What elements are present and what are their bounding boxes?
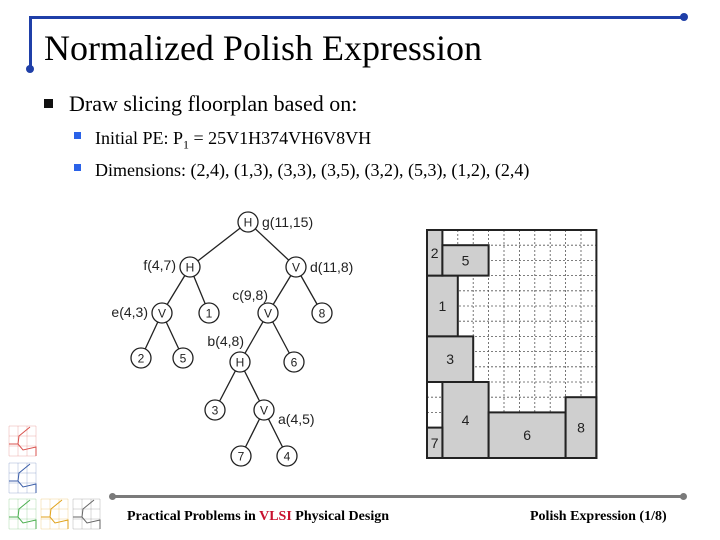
svg-text:2: 2 (431, 245, 439, 261)
decorative-grid-icon (72, 498, 101, 530)
svg-text:6: 6 (523, 427, 531, 443)
bullet-square-icon (74, 164, 81, 172)
bullet-initial-pe: Initial PE: P1 = 25V1H374VH6V8VH (74, 126, 371, 157)
floorplan-border (426, 229, 598, 459)
footer-rule-dot-left (109, 493, 116, 500)
bullet-dimensions: Dimensions: (2,4), (1,3), (3,3), (3,5), … (74, 158, 529, 182)
tree-node-m7: 7 (230, 445, 252, 467)
svg-text:V: V (260, 404, 268, 418)
svg-text:1: 1 (206, 307, 213, 321)
tree-node-b: Hb(4,8) (207, 333, 251, 373)
tree-node-m6: 6 (283, 351, 305, 373)
tree-node-label: f(4,7) (143, 257, 176, 273)
svg-text:3: 3 (212, 404, 219, 418)
bullet-level1: Draw slicing floorplan based on: (44, 90, 357, 118)
footer-rule-dot-right (680, 493, 687, 500)
floorplan-module-5: 5 (441, 244, 490, 277)
svg-text:V: V (158, 307, 166, 321)
svg-text:8: 8 (319, 307, 326, 321)
title-rule-vertical (29, 16, 32, 69)
tree-node-label: a(4,5) (278, 411, 315, 427)
slide-title: Normalized Polish Expression (44, 28, 482, 68)
bullet-square-icon (44, 99, 53, 109)
svg-text:4: 4 (284, 450, 291, 464)
tree-edge (189, 221, 249, 268)
dimensions-text: Dimensions: (2,4), (1,3), (3,3), (3,5), … (95, 160, 530, 180)
decorative-grid-icon (8, 498, 37, 530)
footer-rule (112, 495, 684, 498)
tree-edge (247, 221, 297, 268)
svg-text:V: V (292, 261, 300, 275)
svg-text:5: 5 (180, 352, 187, 366)
floorplan-module-8: 8 (564, 396, 598, 460)
floorplan-module-1: 1 (426, 274, 459, 338)
svg-text:H: H (244, 216, 253, 230)
floorplan-diagram: 1 2 3 4 5 6 7 8 (426, 229, 598, 460)
svg-text:5: 5 (462, 252, 470, 268)
tree-node-label: e(4,3) (111, 304, 148, 320)
title-rule-dot-left (26, 65, 34, 73)
svg-text:7: 7 (238, 450, 245, 464)
bullet-text: Draw slicing floorplan based on: (69, 91, 358, 116)
tree-node-e: Ve(4,3) (111, 302, 173, 324)
tree-node-m2: 2 (130, 347, 152, 369)
svg-text:8: 8 (577, 420, 585, 436)
decorative-grid-icons (8, 425, 101, 530)
tree-node-label: d(11,8) (310, 259, 353, 275)
tree-node-m3: 3 (204, 399, 226, 421)
svg-text:V: V (264, 307, 272, 321)
floorplan-module-4: 4 (441, 381, 490, 459)
svg-text:4: 4 (462, 412, 470, 428)
tree-node-label: b(4,8) (207, 333, 244, 349)
tree-node-f: Hf(4,7) (143, 256, 201, 278)
tree-node-a: Va(4,5) (253, 399, 315, 427)
pe-prefix: Initial PE: P (95, 128, 184, 148)
floorplan-module-2: 2 (426, 229, 444, 277)
footer-vlsi: VLSI (259, 509, 292, 524)
svg-text:H: H (236, 356, 245, 370)
footer-section: Polish Expression (1/8) (530, 509, 667, 524)
footer-course-title: Practical Problems in VLSI Physical Desi… (127, 509, 389, 524)
svg-text:H: H (186, 261, 195, 275)
svg-text:3: 3 (446, 351, 454, 367)
tree-node-m1: 1 (198, 302, 220, 324)
decorative-grid-icon (8, 462, 37, 494)
title-rule-horizontal (29, 16, 685, 19)
decorative-grid-icon (8, 425, 37, 457)
decorative-grid-icon (40, 498, 69, 530)
bullet-square-icon (74, 132, 81, 140)
tree-node-label: c(9,8) (232, 287, 268, 303)
pe-expression: = 25V1H374VH6V8VH (189, 128, 372, 148)
tree-node-c: Vc(9,8) (232, 287, 279, 324)
floorplan-module-3: 3 (426, 335, 475, 383)
floorplan-module-7: 7 (426, 426, 444, 460)
svg-text:1: 1 (439, 298, 447, 314)
tree-node-m8: 8 (311, 302, 333, 324)
floorplan-module-6: 6 (487, 411, 567, 459)
pe-subscript: 1 (183, 137, 190, 152)
title-rule-dot-right (680, 13, 688, 21)
tree-node-m5: 5 (172, 347, 194, 369)
svg-text:7: 7 (431, 435, 439, 451)
tree-node-label: g(11,15) (262, 214, 313, 230)
svg-text:6: 6 (291, 356, 298, 370)
tree-node-m4: 4 (276, 445, 298, 467)
svg-text:2: 2 (138, 352, 145, 366)
